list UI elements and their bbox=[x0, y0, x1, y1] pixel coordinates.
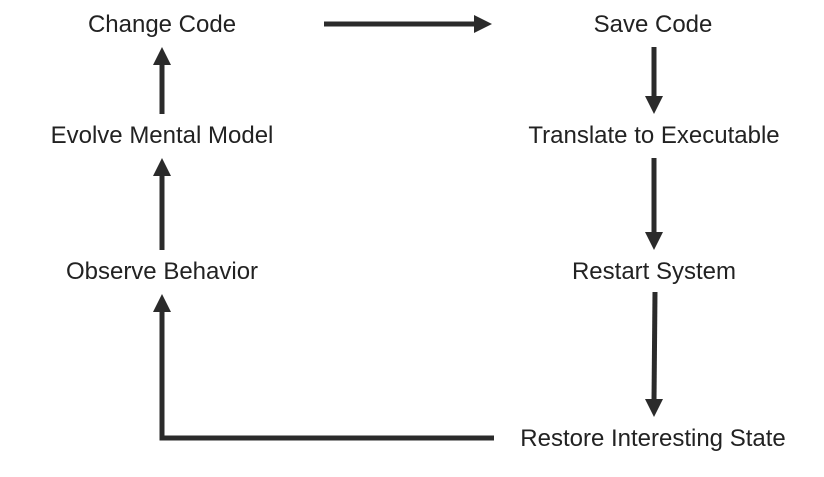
arrowhead-translate bbox=[645, 96, 663, 114]
arrowhead-restart bbox=[645, 232, 663, 250]
edge-restore-to-observe bbox=[159, 310, 494, 441]
node-restore-interesting-state: Restore Interesting State bbox=[520, 425, 786, 452]
node-restart-system: Restart System bbox=[571, 258, 737, 285]
node-change-code: Change Code bbox=[87, 11, 237, 38]
node-save-code: Save Code bbox=[593, 11, 713, 38]
node-observe-behavior: Observe Behavior bbox=[65, 258, 259, 285]
node-translate-to-executable: Translate to Executable bbox=[528, 122, 780, 149]
arrowhead-change-code bbox=[153, 47, 171, 65]
arrowhead-restore bbox=[645, 399, 663, 417]
edge-restart-to-restore bbox=[651, 291, 658, 402]
arrowhead-observe bbox=[153, 294, 171, 312]
node-evolve-mental-model: Evolve Mental Model bbox=[50, 122, 274, 149]
arrowhead-evolve bbox=[153, 158, 171, 176]
arrowhead-save-code bbox=[474, 15, 492, 33]
